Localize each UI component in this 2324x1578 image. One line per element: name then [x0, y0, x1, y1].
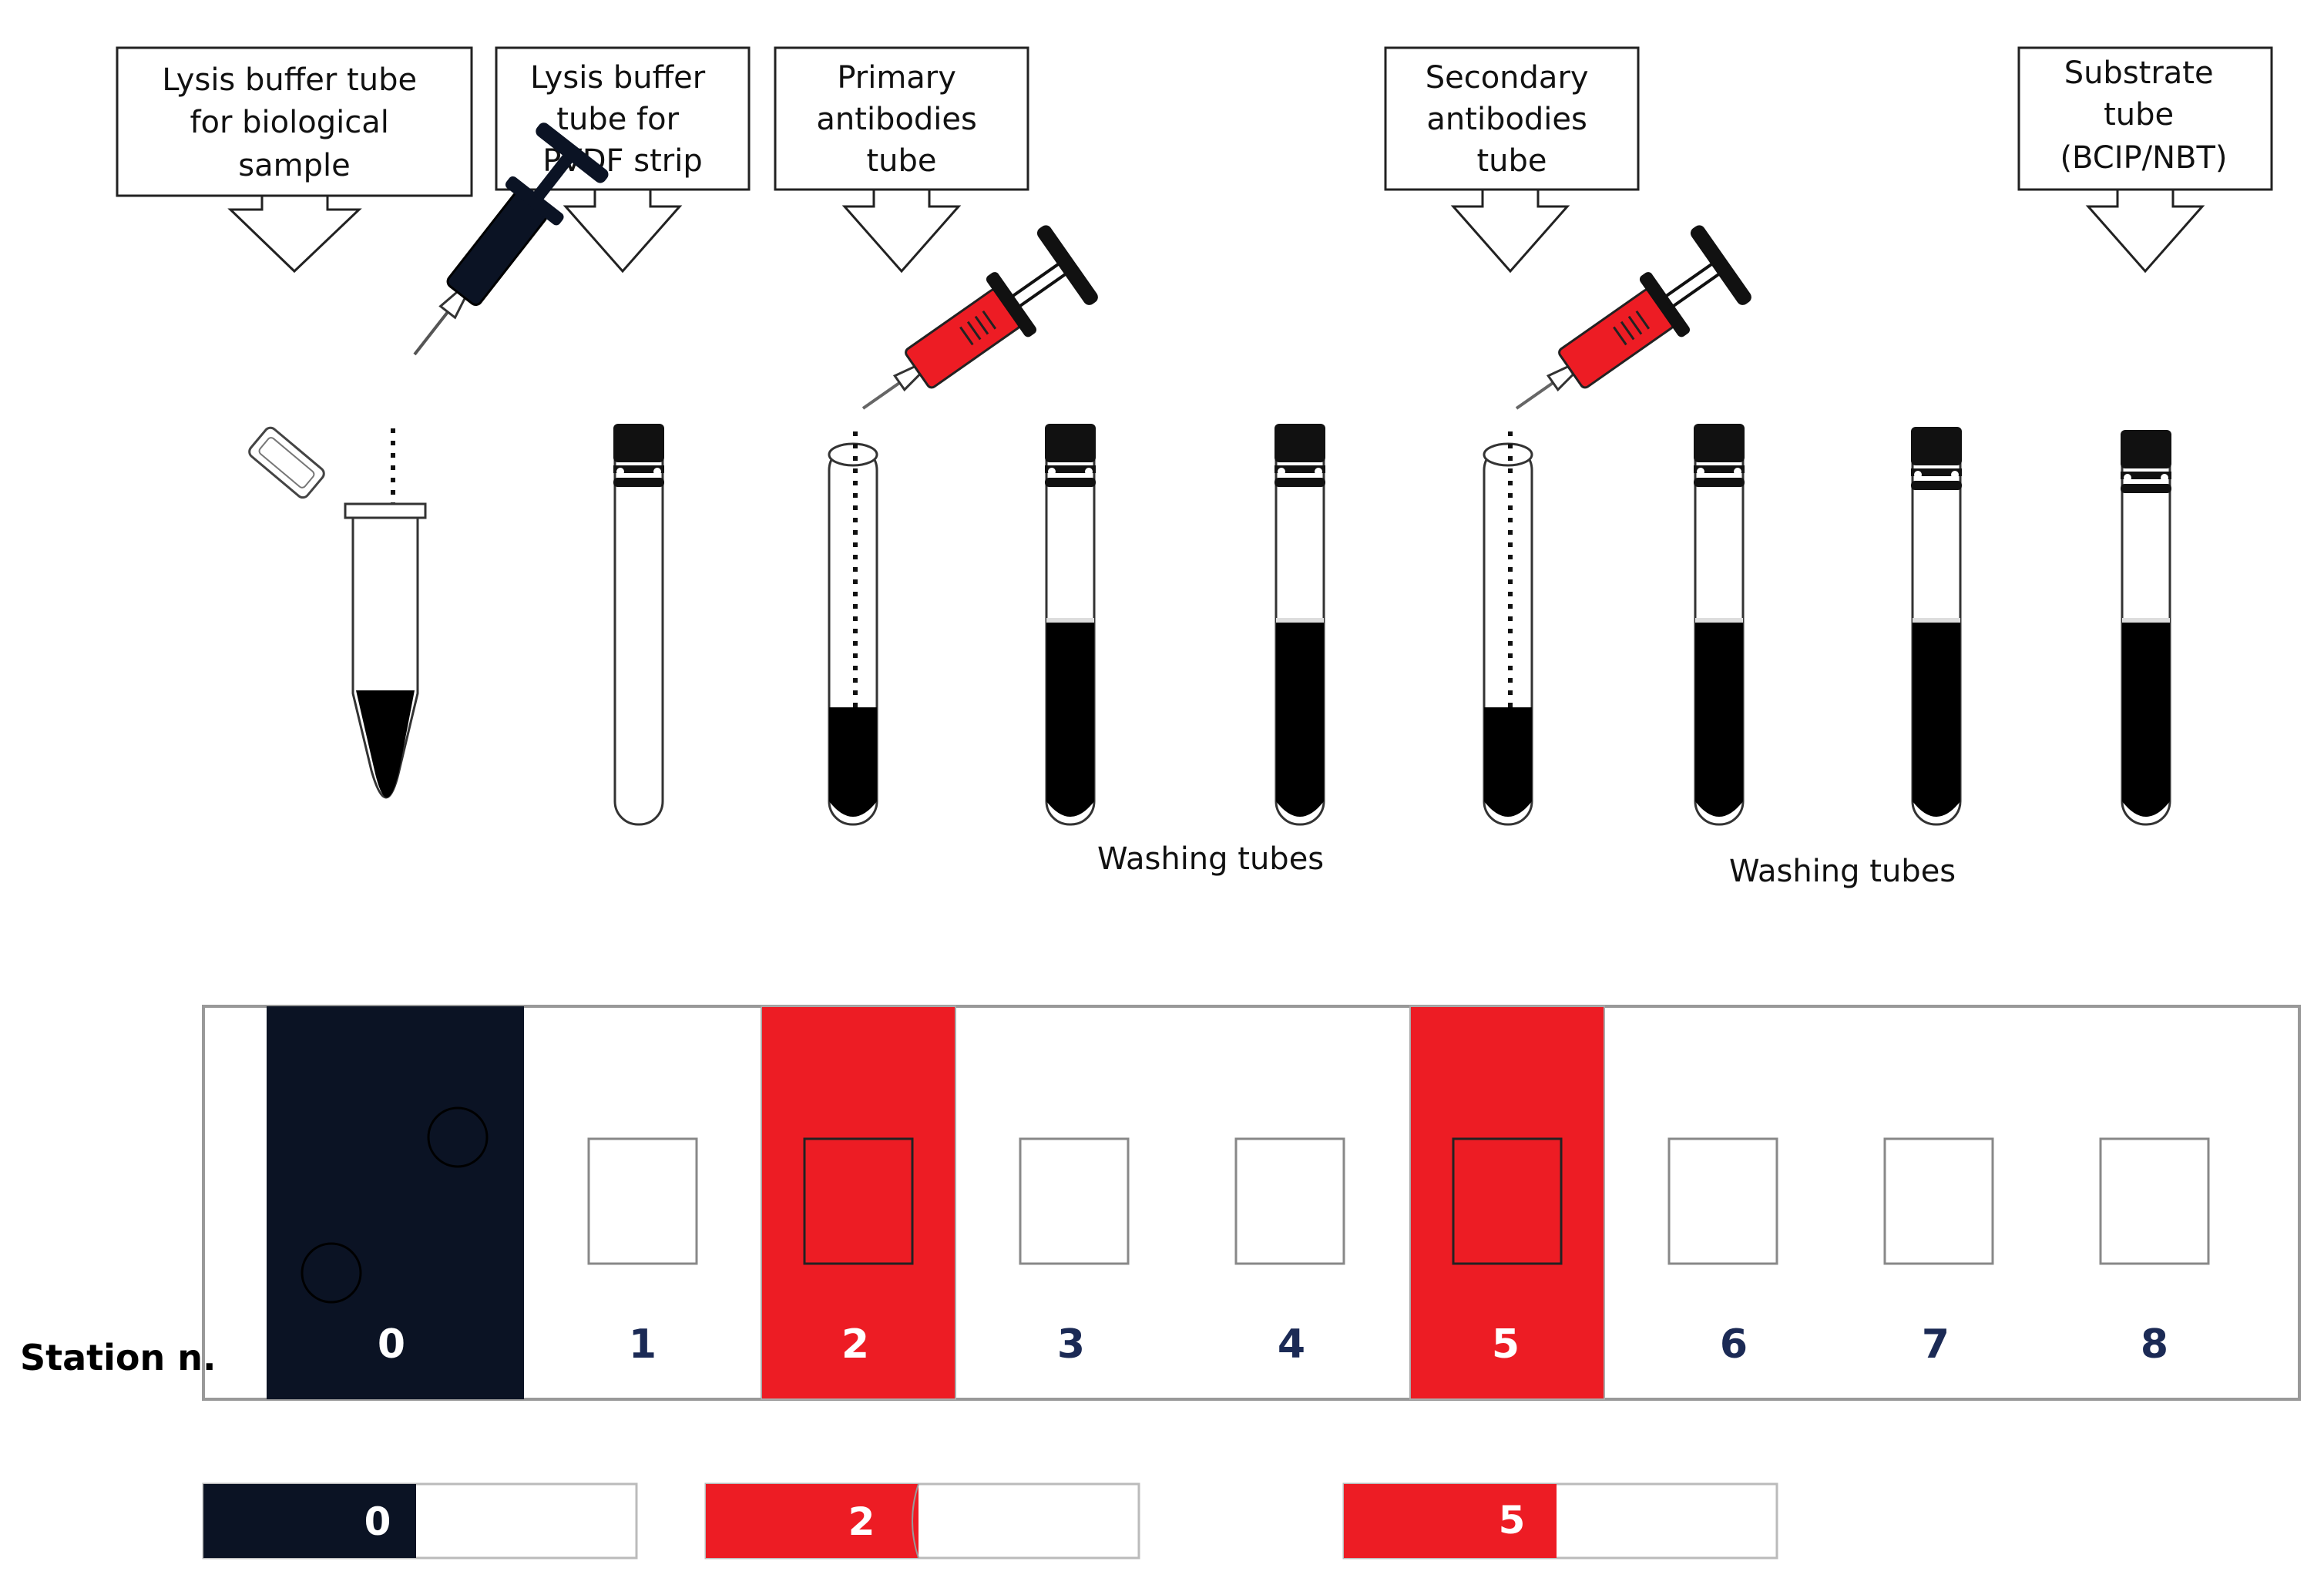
station-number: 7 [1922, 1321, 1950, 1368]
svg-text:Lysis buffer tube for bi: Lysis buffer tube for biological sample [162, 62, 427, 183]
callout-primary-antibodies: Primary antibodies tube [774, 46, 1029, 274]
tube-wash-icon [1045, 424, 1096, 826]
well-square [587, 1137, 698, 1265]
callout-line: (BCIP/NBT) [2060, 140, 2227, 176]
tube-substrate-icon [2121, 430, 2171, 826]
station-number: 5 [1492, 1321, 1520, 1368]
callout-line: antibodies [816, 102, 976, 137]
station-0-background [267, 1006, 524, 1399]
station-number: 2 [841, 1321, 869, 1368]
svg-text:Secondary antibodies: Secondary antibodies tube [1426, 60, 1599, 179]
tube-wash-icon [1694, 424, 1745, 826]
station-number: 8 [2141, 1321, 2168, 1368]
well-square [1883, 1137, 1994, 1265]
callout-line: tube for [556, 102, 679, 137]
well-square [1019, 1137, 1130, 1265]
callout-line: Substrate [2064, 55, 2214, 91]
well-square [1667, 1137, 1778, 1265]
station-number: 3 [1057, 1321, 1085, 1368]
callout-line: for biological [190, 105, 388, 140]
station-2-background [761, 1006, 956, 1400]
washing-tubes-caption: Washing tubes [1729, 854, 1956, 889]
well-circle [301, 1242, 362, 1304]
well-square [2099, 1137, 2210, 1265]
callout-secondary-antibodies: Secondary antibodies tube [1384, 46, 1640, 274]
tube-wash-icon [1275, 424, 1325, 826]
callout-substrate: Substrate tube (BCIP/NBT) [2017, 46, 2273, 274]
chip-number: 2 [848, 1499, 875, 1544]
callout-line: tube [2104, 97, 2174, 133]
well-square [1452, 1137, 1563, 1265]
svg-text:Lysis buffer tube for: Lysis buffer tube for PVDF strip [530, 60, 715, 179]
station-number: 1 [629, 1321, 657, 1368]
station-number: 4 [1278, 1321, 1305, 1368]
callout-line: tube [866, 143, 936, 179]
well-square [803, 1137, 914, 1265]
callout-lysis-sample: Lysis buffer tube for biological sample [116, 46, 473, 274]
callout-line: Primary [837, 60, 956, 96]
station-number: 0 [378, 1321, 405, 1368]
tube-wash-icon [1911, 427, 1962, 826]
microtube-icon [248, 426, 427, 799]
chip-station-5: 5 [1342, 1482, 1778, 1560]
chip-station-0: 0 [202, 1482, 638, 1560]
callout-line: Secondary [1426, 60, 1589, 96]
station-5-background [1409, 1006, 1605, 1400]
chip-station-2: 2 [704, 1482, 1140, 1560]
washing-tubes-caption: Washing tubes [1097, 841, 1324, 877]
tube-primary-icon [828, 431, 878, 826]
chip-number: 5 [1499, 1498, 1526, 1543]
well-circle [427, 1106, 489, 1168]
tube-secondary-icon [1483, 431, 1533, 826]
callout-lysis-pvdf: Lysis buffer tube for PVDF strip [495, 46, 751, 274]
station-strip: 0 1 2 3 4 5 6 7 8 [202, 1005, 2301, 1401]
callout-line: sample [238, 148, 350, 183]
svg-text:Substrate tube (BC: Substrate tube (BCIP/NBT) [2060, 55, 2227, 176]
callout-line: Lysis buffer [530, 60, 706, 96]
station-number: 6 [1720, 1321, 1748, 1368]
callout-line: tube [1476, 143, 1547, 179]
callout-line: Lysis buffer tube [162, 62, 417, 98]
callout-line: antibodies [1426, 102, 1587, 137]
svg-text:Primary antibodies: Primary antibodies tube [816, 60, 986, 179]
syringe-red-secondary-icon [1515, 225, 1751, 410]
chip-number: 0 [364, 1499, 391, 1544]
station-label: Station n. [20, 1337, 217, 1378]
syringe-red-primary-icon [861, 225, 1098, 410]
well-square [1234, 1137, 1345, 1265]
tube-pvdf-icon [613, 424, 664, 826]
syringe-navy-icon [413, 123, 609, 356]
